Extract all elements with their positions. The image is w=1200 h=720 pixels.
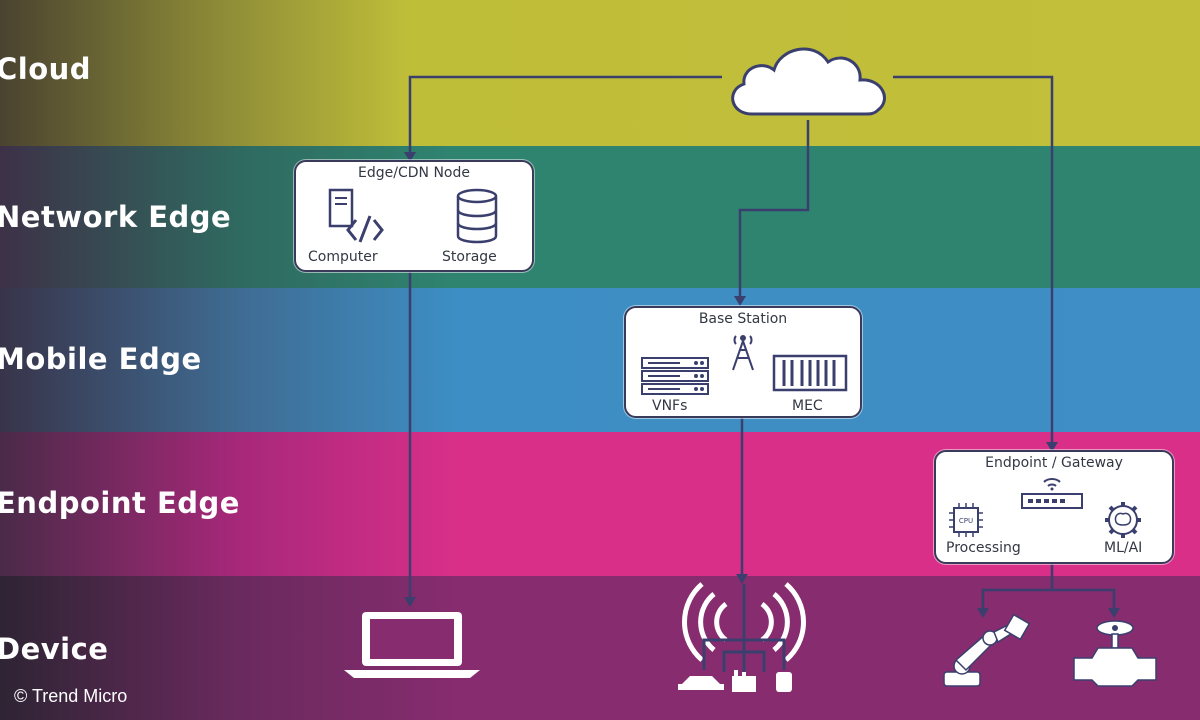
cloud-icon	[731, 47, 886, 116]
connector-gateway-to-devices	[981, 562, 1054, 614]
arrowhead	[977, 608, 989, 618]
layer-label-endpoint-edge: Endpoint Edge	[0, 486, 240, 520]
connector-cloud-to-laptop	[408, 75, 722, 160]
base-station-box: Base Station VNFs MEC	[624, 306, 862, 418]
arrowhead	[734, 296, 746, 306]
connector-cloud-to-gateway	[893, 75, 1054, 448]
arrowhead	[404, 597, 416, 607]
storage-icon	[456, 188, 498, 244]
layer-label-device: Device	[0, 632, 109, 666]
valve-icon	[1073, 620, 1157, 687]
endpoint-gateway-box: Endpoint / Gateway CPU Processing ML/AI	[934, 450, 1174, 564]
vnfs-label: VNFs	[652, 398, 688, 414]
edge-cdn-node-box: Edge/CDN Node Computer Storage	[294, 160, 534, 272]
mec-label: MEC	[792, 398, 823, 414]
layer-network-edge: Network Edge	[0, 146, 1200, 288]
arrowhead	[1108, 608, 1120, 618]
edge-cdn-node-title: Edge/CDN Node	[358, 165, 470, 181]
mec-container-icon	[772, 354, 848, 392]
layer-label-mobile-edge: Mobile Edge	[0, 342, 202, 376]
arrowhead	[404, 152, 416, 162]
processing-label: Processing	[946, 540, 1021, 556]
layer-device: Device	[0, 576, 1200, 720]
wireless-network-icon	[678, 582, 806, 692]
computer-label: Computer	[308, 249, 378, 265]
layer-cloud: Cloud	[0, 0, 1200, 146]
connector-gateway-to-valve	[1052, 588, 1116, 614]
cpu-chip-label: CPU	[959, 517, 973, 525]
connector-cloud-to-base-station	[738, 120, 810, 302]
base-station-title: Base Station	[698, 311, 788, 327]
laptop-icon	[344, 612, 480, 678]
endpoint-gateway-title: Endpoint / Gateway	[985, 455, 1123, 471]
storage-label: Storage	[442, 249, 497, 265]
arrowhead	[1046, 442, 1058, 452]
ml-ai-label: ML/AI	[1104, 540, 1143, 556]
layer-label-network-edge: Network Edge	[0, 200, 232, 234]
computer-icon	[328, 188, 384, 243]
layer-mobile-edge: Mobile Edge	[0, 288, 1200, 432]
server-rack-icon	[641, 357, 709, 395]
robot-arm-icon	[943, 614, 1031, 687]
antenna-tower-icon	[732, 335, 754, 371]
brain-gear-icon	[1105, 502, 1141, 538]
router-icon	[1021, 478, 1083, 509]
layer-label-cloud: Cloud	[0, 52, 92, 86]
arrowhead	[736, 574, 748, 584]
cpu-icon: CPU	[949, 503, 983, 537]
copyright-notice: © Trend Micro	[14, 686, 128, 706]
